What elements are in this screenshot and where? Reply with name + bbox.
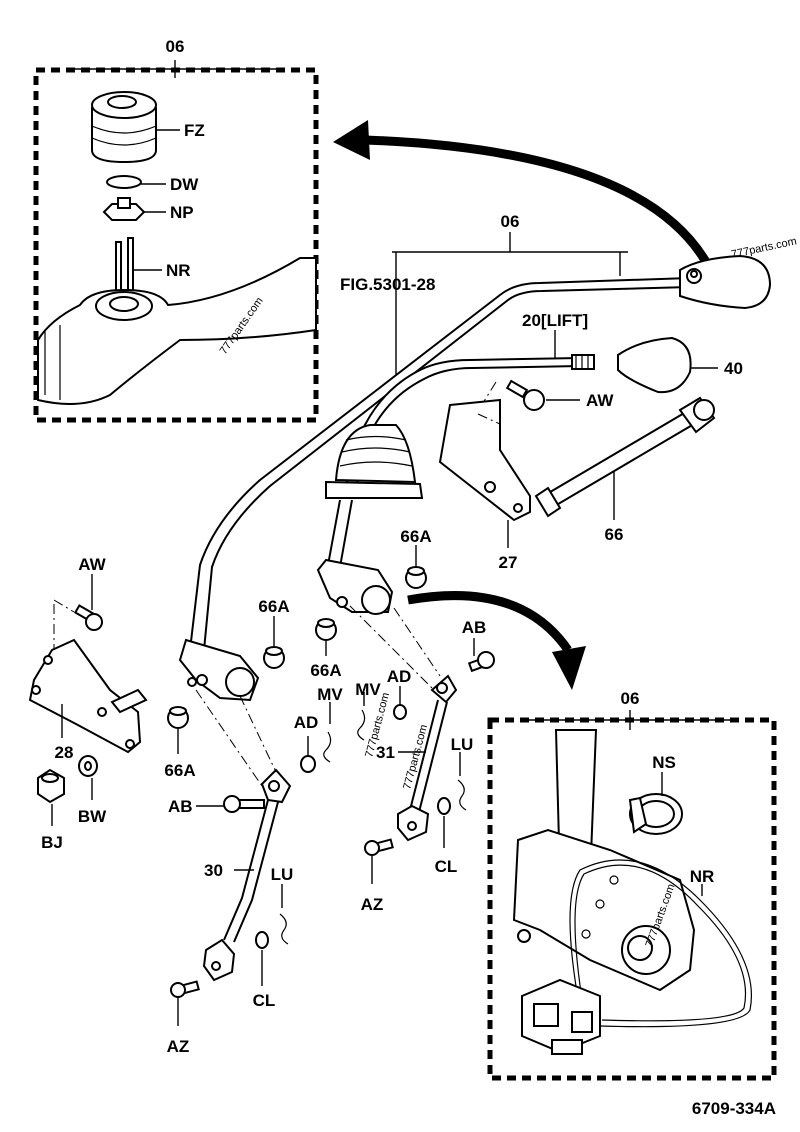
washer-ad-right xyxy=(393,704,407,720)
washer-ad-left xyxy=(300,755,316,773)
bolt-aw-left xyxy=(53,599,103,631)
label-rod-30: 30 xyxy=(204,861,223,880)
clip-mv-left xyxy=(323,731,332,763)
label-cl-1: CL xyxy=(253,991,276,1010)
label-mv-2: MV xyxy=(355,680,381,699)
label-ad-1: AD xyxy=(387,667,412,686)
label-lift-rod: 20[LIFT] xyxy=(522,311,588,330)
pin-lu-left xyxy=(279,913,289,945)
label-az-1: AZ xyxy=(167,1037,190,1056)
label-bushing-66a-3: 66A xyxy=(310,661,341,680)
label-ab-2: AB xyxy=(168,797,193,816)
wire-harness-nr xyxy=(521,859,752,1055)
label-dw: DW xyxy=(170,175,199,194)
nut-np xyxy=(102,197,146,221)
label-cl-2: CL xyxy=(435,857,458,876)
clamp-ns xyxy=(628,793,683,835)
label-lu-2: LU xyxy=(451,735,474,754)
rod-31 xyxy=(349,605,458,842)
knob-main xyxy=(679,254,772,310)
arrow-to-top-inset xyxy=(333,120,710,265)
bolt-az-right xyxy=(364,838,394,856)
bellows-boot xyxy=(325,424,424,499)
watermark-4: 777parts.com xyxy=(401,723,430,790)
bolt-66 xyxy=(534,396,716,518)
label-fz: FZ xyxy=(184,121,205,140)
bolt-ab-left xyxy=(223,795,265,813)
bushing-66a-mid xyxy=(263,646,285,669)
bushing-66a-upper xyxy=(405,566,427,589)
label-aw-left: AW xyxy=(78,555,106,574)
label-ns: NS xyxy=(652,753,676,772)
label-np: NP xyxy=(170,203,194,222)
label-mv-1: MV xyxy=(317,685,343,704)
nut-bj xyxy=(37,768,65,804)
top-inset-ref-label: 06 xyxy=(166,37,185,56)
bushing-66a-left xyxy=(167,706,189,729)
label-lu-1: LU xyxy=(271,865,294,884)
bracket-28 xyxy=(28,604,148,754)
label-bushing-66a-1: 66A xyxy=(400,527,431,546)
top-inset-frame xyxy=(33,67,319,423)
pin-lu-right xyxy=(457,779,467,811)
label-knob-40: 40 xyxy=(724,359,743,378)
lift-lower-lever xyxy=(316,499,394,615)
label-bracket-27: 27 xyxy=(499,553,518,572)
bottom-inset: 06 NS NR 777 xyxy=(487,689,777,1081)
lever-arm-top xyxy=(37,257,317,405)
bottom-inset-ref-label: 06 xyxy=(621,689,640,708)
clip-mv-right xyxy=(357,709,366,741)
label-rod-31: 31 xyxy=(376,743,395,762)
rod-30 xyxy=(195,689,292,982)
label-nr-bottom: NR xyxy=(690,867,715,886)
clip-cl-left xyxy=(255,931,269,949)
knob-40 xyxy=(617,336,692,394)
label-nr-top: NR xyxy=(166,261,191,280)
label-ab-1: AB xyxy=(462,618,487,637)
washer-dw xyxy=(106,175,142,189)
label-bushing-66a-4: 66A xyxy=(164,761,195,780)
label-ad-2: AD xyxy=(294,713,319,732)
clip-cl-right xyxy=(437,797,451,815)
figure-code: 6709-334A xyxy=(692,1099,776,1118)
label-aw-right: AW xyxy=(586,391,614,410)
bushing-66a-lowright xyxy=(315,618,337,641)
label-bushing-66a-2: 66A xyxy=(258,597,289,616)
label-bj: BJ xyxy=(41,833,63,852)
top-inset: 06 FZ DW NP NR xyxy=(33,37,319,423)
label-bracket-28: 28 xyxy=(55,743,74,762)
bracket-27 xyxy=(438,398,531,522)
label-bolt-66: 66 xyxy=(605,525,624,544)
arrow-to-bottom-inset xyxy=(407,591,586,690)
label-az-2: AZ xyxy=(361,895,384,914)
bolt-ab-right xyxy=(467,651,495,673)
label-main-ref: 06 xyxy=(501,212,520,231)
label-bw: BW xyxy=(78,807,107,826)
label-fig-ref: FIG.5301-28 xyxy=(340,275,435,294)
bolt-aw-right xyxy=(475,379,545,415)
bolt-az-left xyxy=(170,980,200,998)
knob-fz xyxy=(91,91,157,164)
